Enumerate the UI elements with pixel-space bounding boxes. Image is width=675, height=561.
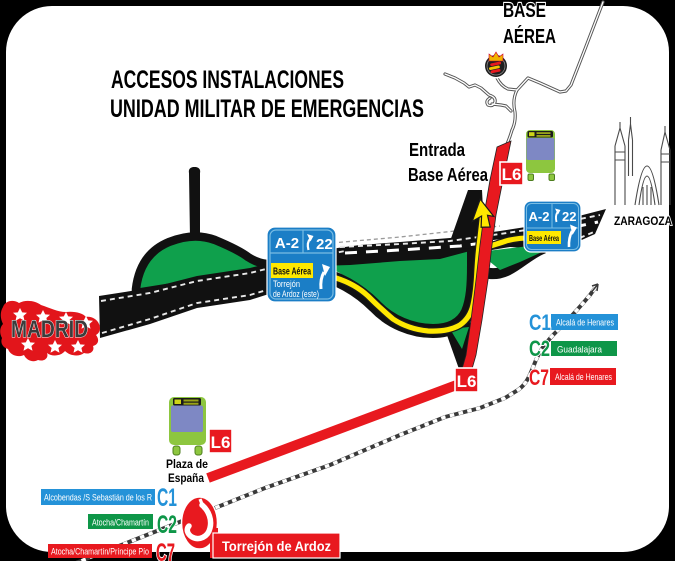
svg-text:L6: L6	[211, 433, 231, 452]
svg-text:Alcalá de Henares: Alcalá de Henares	[556, 318, 614, 329]
svg-text:Plaza de: Plaza de	[166, 459, 208, 471]
svg-text:UNIDAD MILITAR DE EMERGENCIAS: UNIDAD MILITAR DE EMERGENCIAS	[110, 95, 424, 123]
svg-text:ACCESOS INSTALACIONES: ACCESOS INSTALACIONES	[111, 66, 344, 94]
svg-text:MADRID: MADRID	[11, 316, 88, 343]
svg-text:Base Aérea: Base Aérea	[408, 165, 489, 185]
svg-text:España: España	[168, 473, 205, 485]
svg-text:Atocha/Chamartín/Príncipe Pío: Atocha/Chamartín/Príncipe Pío	[51, 547, 149, 557]
svg-text:Entrada: Entrada	[409, 140, 466, 160]
svg-text:Atocha/Chamartín: Atocha/Chamartín	[92, 518, 149, 528]
svg-text:BASE: BASE	[503, 0, 546, 22]
svg-text:Torrejón: Torrejón	[273, 279, 300, 290]
svg-text:C2: C2	[157, 511, 177, 539]
svg-text:L6: L6	[502, 165, 522, 184]
svg-text:22: 22	[562, 209, 576, 224]
svg-text:A-2: A-2	[529, 209, 550, 224]
svg-text:C7: C7	[529, 365, 549, 390]
svg-text:Base Aérea: Base Aérea	[273, 266, 311, 278]
svg-text:de Ardoz (este): de Ardoz (este)	[273, 289, 319, 300]
svg-text:22: 22	[316, 236, 333, 253]
svg-text:AÉREA: AÉREA	[503, 25, 556, 48]
svg-text:Alcalá de Henares: Alcalá de Henares	[555, 372, 612, 383]
svg-text:C1: C1	[529, 310, 551, 335]
svg-text:Guadalajara: Guadalajara	[557, 345, 603, 356]
svg-text:C1: C1	[157, 484, 177, 512]
svg-text:Alcobendas /S Sebastián de los: Alcobendas /S Sebastián de los R	[44, 493, 152, 503]
svg-text:L6: L6	[457, 372, 477, 391]
svg-text:Torrejón de Ardoz: Torrejón de Ardoz	[222, 539, 331, 554]
svg-text:Base Aérea: Base Aérea	[529, 233, 559, 243]
svg-text:A-2: A-2	[275, 235, 299, 252]
svg-text:C7: C7	[156, 539, 175, 561]
svg-text:C2: C2	[529, 336, 550, 361]
svg-text:ZARAGOZA: ZARAGOZA	[614, 214, 672, 228]
